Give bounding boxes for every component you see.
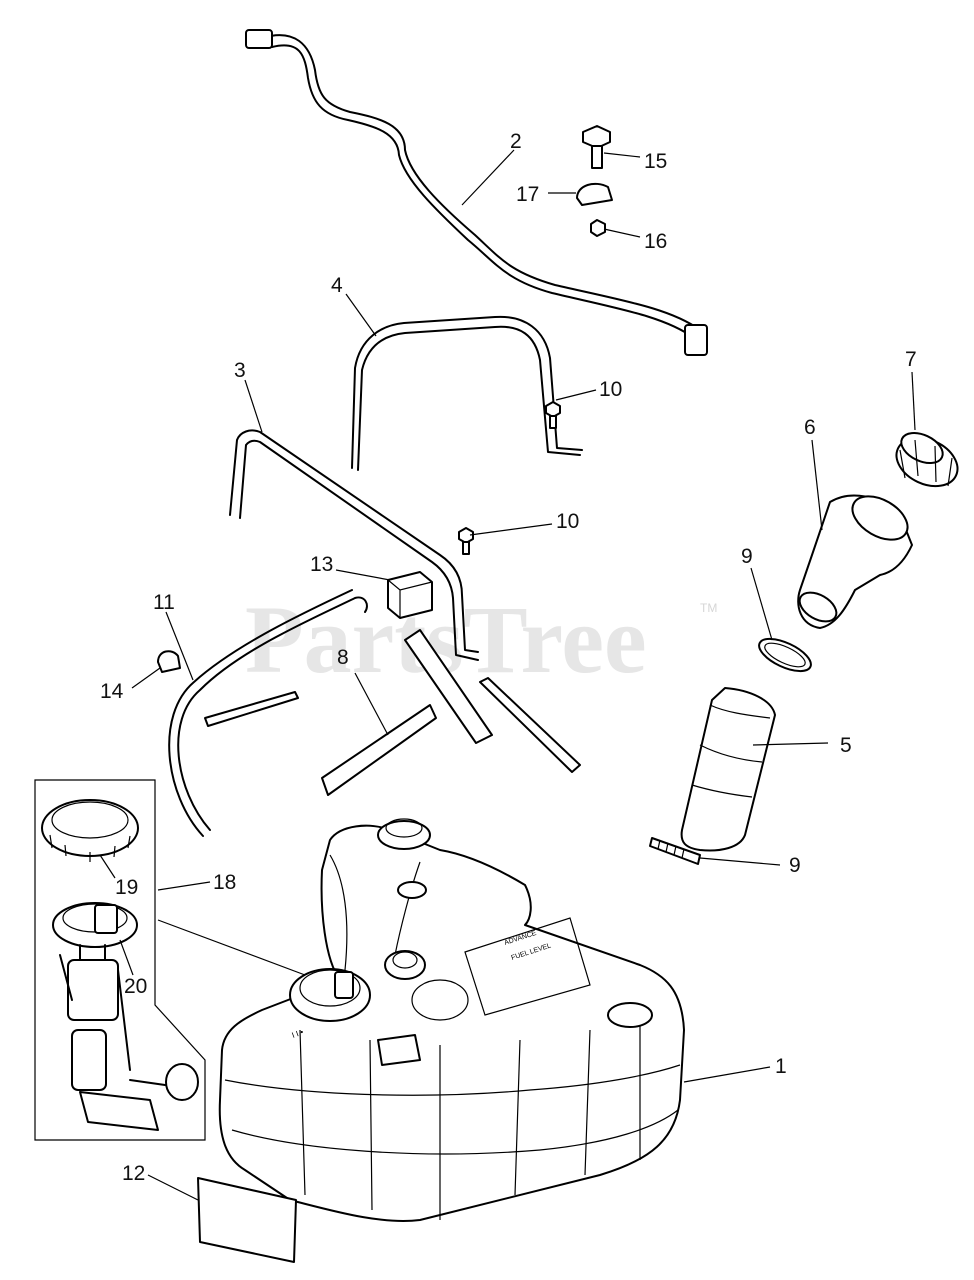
callout-14: 14 [100,680,124,703]
part-18-fuel-pump-kit-frame [34,779,206,1141]
leader-lines [99,149,916,1201]
callout-8: 8 [337,646,349,669]
callout-2: 2 [510,130,522,153]
callout-19: 19 [115,876,138,899]
callout-6: 6 [804,416,816,439]
callout-20: 20 [124,975,147,998]
callout-1: 1 [775,1055,787,1078]
part-6-filler-neck[interactable] [795,487,915,629]
callout-13: 13 [310,553,333,576]
part-14-hose-clip[interactable] [157,650,181,673]
callout-12: 12 [122,1162,145,1185]
svg-text:I I •: I I • [291,1027,305,1040]
part-20-fuel-pump-module[interactable] [52,902,199,1131]
part-7-fuel-cap[interactable] [889,427,966,496]
callout-17: 17 [516,183,539,206]
watermark-trademark: TM [700,601,717,615]
callout-9-upper: 9 [741,545,753,568]
callout-10-lower: 10 [556,510,579,533]
callout-4: 4 [331,274,343,297]
part-17-clamp[interactable] [576,182,613,206]
part-10-screw-upper[interactable] [545,401,561,429]
part-15-bolt[interactable] [582,125,611,169]
part-12-label[interactable] [197,1177,297,1263]
callout-9-lower: 9 [789,854,801,877]
part-3-strap[interactable] [229,429,479,661]
part-1-fuel-tank[interactable]: ADVANCE FUEL LEVEL I I • [218,818,685,1222]
part-19-lock-ring[interactable] [41,799,139,862]
callout-5: 5 [840,734,852,757]
callout-18: 18 [213,871,236,894]
callout-16: 16 [644,230,667,253]
part-11-vent-hose[interactable] [168,589,368,837]
part-5-filler-hose[interactable] [680,687,776,852]
part-13-foam-pad[interactable] [387,571,433,619]
part-2-fuel-line[interactable] [245,29,708,356]
callout-15: 15 [644,150,667,173]
part-9-hose-clamp-lower[interactable] [649,837,701,865]
part-9-hose-clamp-upper[interactable] [755,632,816,677]
callout-10-upper: 10 [599,378,622,401]
part-10-screw-lower[interactable] [458,527,474,555]
callout-11: 11 [153,591,175,614]
callout-3: 3 [234,359,246,382]
callout-7: 7 [905,348,917,371]
callout-labels: 2 15 17 16 4 3 10 10 7 6 9 13 11 14 8 5 … [100,130,917,1185]
part-4-strap[interactable] [351,315,583,471]
part-16-nut[interactable] [590,219,606,237]
part-8-foam-strips[interactable] [204,629,581,796]
